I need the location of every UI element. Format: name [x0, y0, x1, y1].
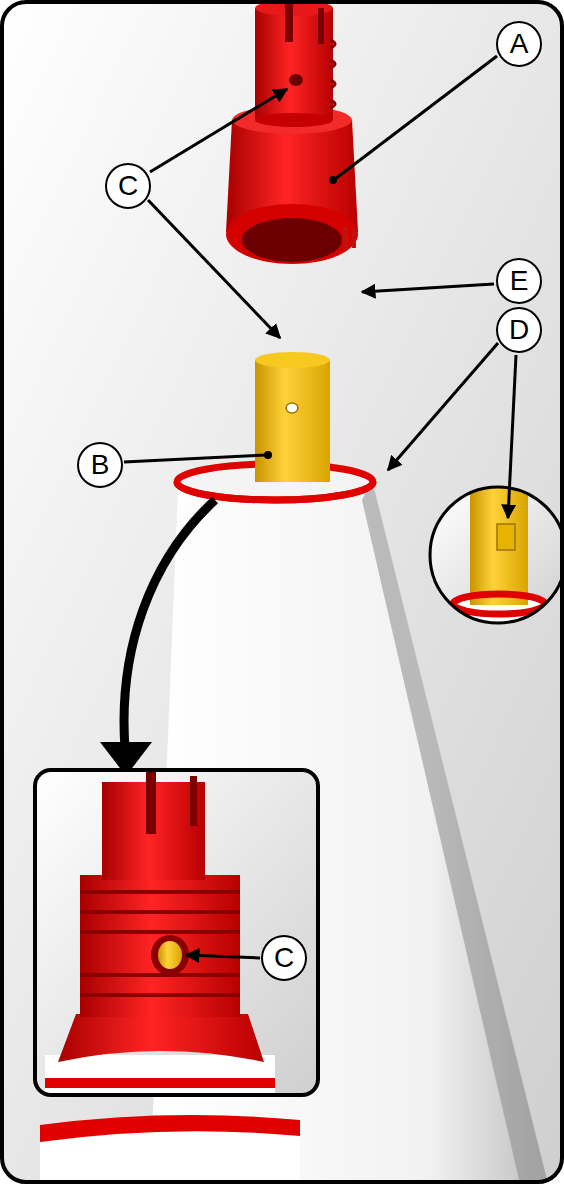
callout-letter: C — [105, 163, 151, 209]
detail-box — [35, 770, 318, 1095]
callout-letter: A — [496, 21, 542, 67]
leader-lines — [124, 56, 516, 958]
curved-arrow — [100, 500, 215, 776]
callout-letter: E — [496, 258, 542, 304]
callout-letter: D — [496, 307, 542, 353]
yellow-tube — [177, 352, 373, 500]
callout-letter: C — [261, 935, 307, 981]
callout-letter: B — [77, 442, 123, 488]
red-collar — [226, 0, 358, 264]
detail-circle — [420, 480, 564, 660]
